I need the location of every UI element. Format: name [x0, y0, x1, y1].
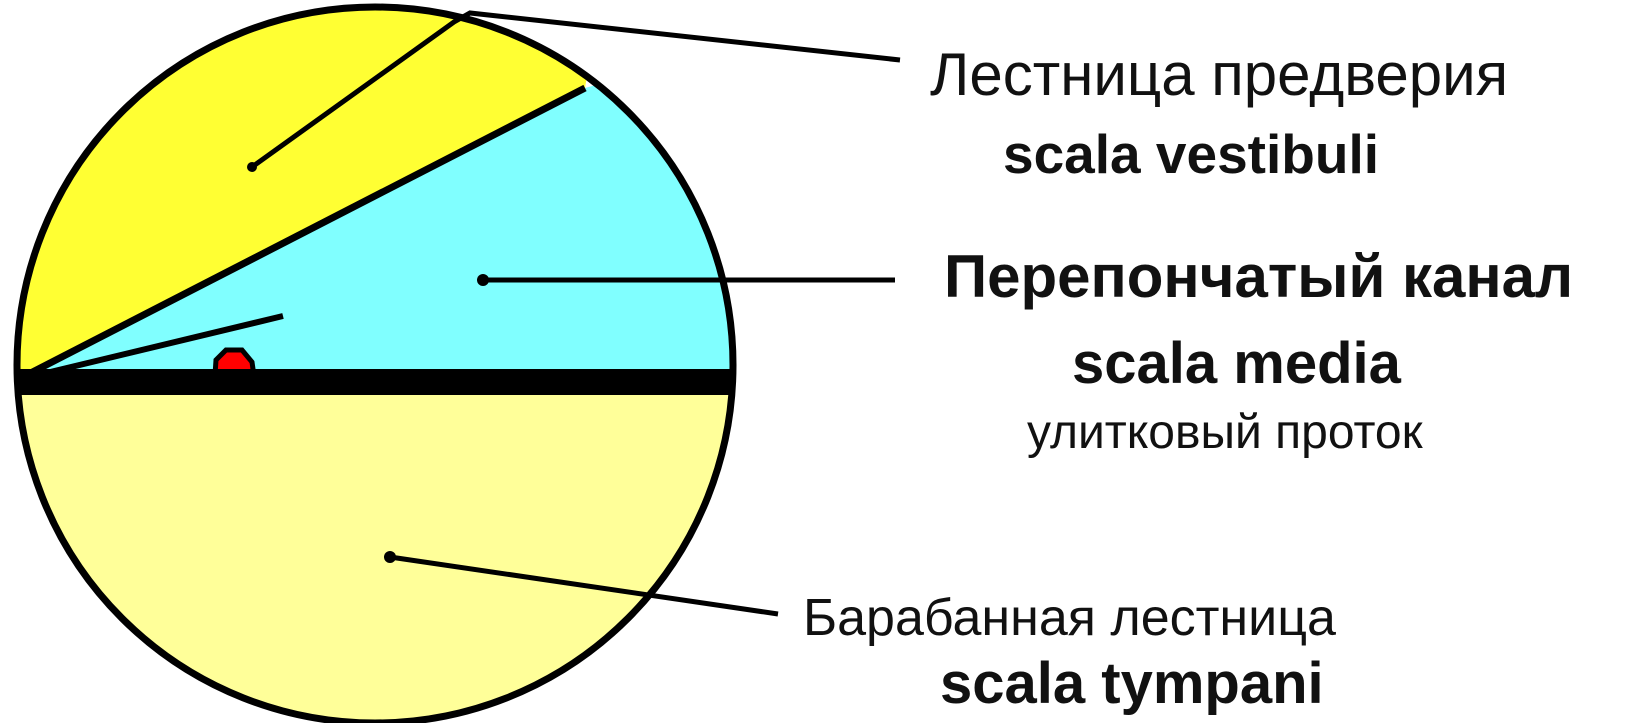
cochlea-outline-circle [13, 3, 737, 723]
scala-tympani-latin-label: scala tympani [940, 651, 1324, 716]
vestibular-membrane-line [15, 84, 587, 384]
scala-vestibuli-russian-label: Лестница предверия [930, 41, 1509, 108]
cochlear-duct-label: улитковый проток [1027, 406, 1423, 459]
scala-tympani-russian-label: Барабанная лестница [803, 589, 1336, 647]
leader-line-tympani [389, 554, 779, 617]
scala-media-region [17, 40, 733, 380]
scala-media-latin-label: scala media [1072, 331, 1401, 396]
scala-tympani-region [17, 380, 733, 723]
leader-dot-vestibuli [247, 162, 257, 172]
leader-dot-tympani [384, 551, 396, 563]
leader-dot-media [477, 274, 489, 286]
leader-line-vestibuli [250, 10, 901, 170]
scala-media-russian-label: Перепончатый канал [944, 243, 1574, 310]
scala-vestibuli-latin-label: scala vestibuli [1003, 123, 1380, 185]
scala-vestibuli-region [17, 7, 600, 380]
